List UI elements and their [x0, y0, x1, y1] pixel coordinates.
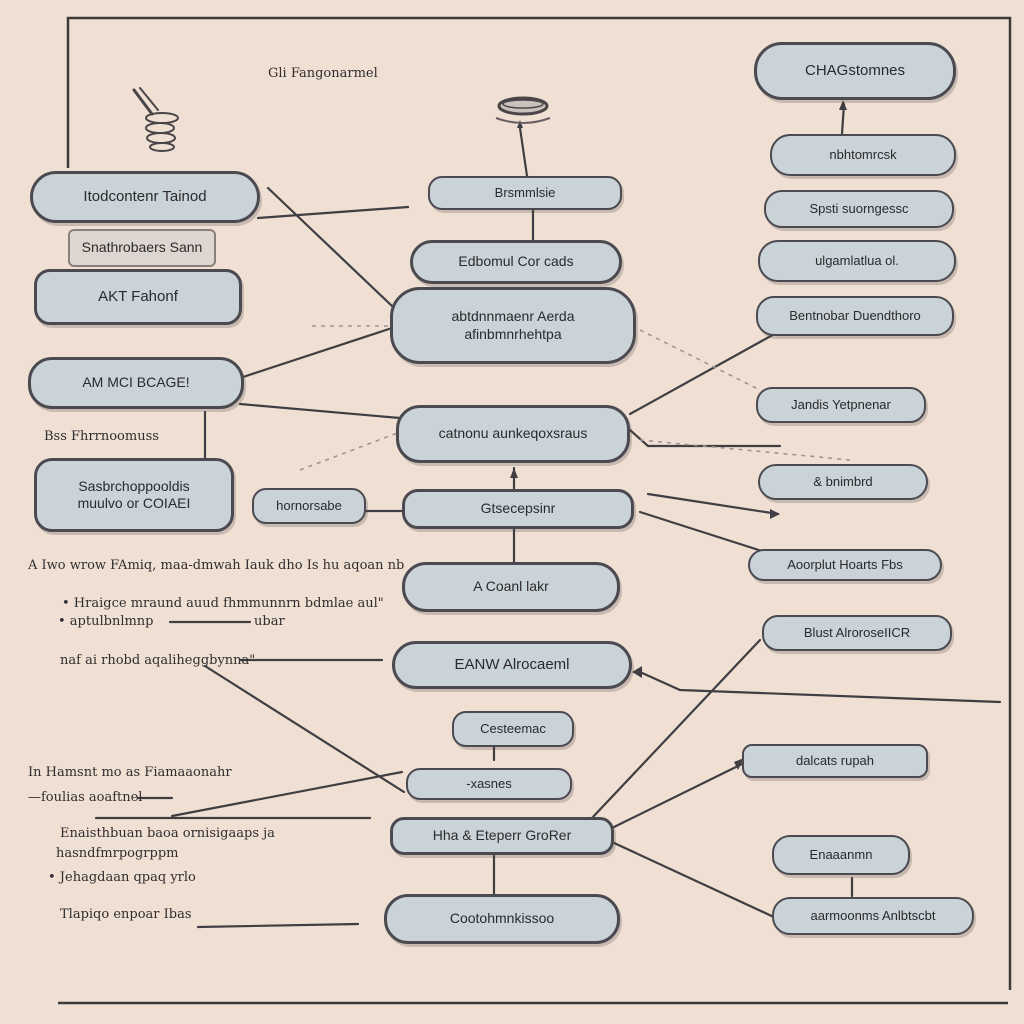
connector [170, 770, 404, 818]
node-center-9[interactable]: -xasnes [406, 768, 572, 800]
node-right-5[interactable]: Jandis Yetpnenar [756, 387, 926, 423]
node-center-11[interactable]: Cootohmnkissoo [384, 894, 620, 944]
arrowhead [510, 468, 518, 478]
node-right-10[interactable]: Enaaanmn [772, 835, 910, 875]
note-line: naf ai rhobd aqaliheggbynna" [60, 653, 256, 668]
node-right-11[interactable]: aarmoonms Anlbtscbt [772, 897, 974, 935]
note-block-4: Tlapiqo enpoar Ibas [60, 907, 192, 922]
connector [518, 126, 529, 178]
frame-border [66, 16, 1012, 990]
note-left-para: A Iwo wrow FAmiq, maa-dmwah Iauk dho Is … [28, 558, 405, 573]
note-block-3: • Jehagdaan qpaq yrlo [48, 870, 196, 885]
node-right-7[interactable]: Aoorplut Hoarts Fbs [748, 549, 942, 581]
connector [266, 186, 394, 308]
note-block-2: hasndfmrpogrppm [56, 846, 179, 861]
connector [196, 922, 360, 929]
connector [299, 431, 401, 471]
node-top-right[interactable]: CHAGstomnes [754, 42, 956, 100]
node-right-2[interactable]: Spsti suorngessc [764, 190, 954, 228]
note-left-title: Bss Fhrrnoomuss [44, 429, 159, 444]
node-right-6[interactable]: & bnimbrd [758, 464, 928, 500]
connector [238, 326, 394, 380]
arrowhead [839, 100, 847, 110]
connector [610, 840, 778, 920]
connector [638, 670, 1002, 704]
hand-icon [132, 87, 179, 152]
node-center-4[interactable]: catnonu aunkeqoxsraus [396, 405, 630, 463]
node-left-small[interactable]: hornorsabe [252, 488, 366, 524]
node-top-left[interactable]: Itodcontenr Tainod [30, 171, 260, 223]
node-center-8[interactable]: Cesteemac [452, 711, 574, 747]
node-right-8[interactable]: Blust AlroroseIICR [762, 615, 952, 651]
arrowhead [517, 120, 523, 128]
note-lower-1: In Hamsnt mo as Fiamaaonahr [28, 765, 232, 780]
disc-icon [495, 96, 551, 124]
node-center-6[interactable]: A Coanl lakr [402, 562, 620, 612]
node-center-7[interactable]: EANW Alrocaeml [392, 641, 632, 689]
connector [256, 205, 410, 220]
node-center-2[interactable]: Edbomul Cor cads [410, 240, 622, 284]
note-lower-2: —foulias aoaftnel [28, 790, 143, 805]
note-bullet-1: • Hraigce mraund auud fhmmunnrn bdmlae a… [62, 596, 384, 611]
node-right-4[interactable]: Bentnobar Duendthoro [756, 296, 954, 336]
note-bullet-2-tail: ubar [254, 614, 285, 629]
node-center-10[interactable]: Hha & Eteperr GroRer [390, 817, 614, 855]
connector [628, 330, 780, 416]
connector [238, 402, 402, 420]
node-right-9[interactable]: dalcats rupah [742, 744, 928, 778]
node-center-5[interactable]: Gtsecepsinr [402, 489, 634, 529]
node-left-4[interactable]: Sasbrchoppooldis muulvo or COIAEI [34, 458, 234, 532]
node-right-1[interactable]: nbhtomrcsk [770, 134, 956, 176]
connector [590, 638, 762, 820]
node-left-2[interactable]: AKT Fahonf [34, 269, 242, 325]
header-text: Gli Fangonarmel [268, 66, 378, 81]
note-bullet-2: • aptulbnlmnp [58, 614, 154, 629]
arrowhead [770, 509, 780, 519]
node-right-3[interactable]: ulgamlatlua ol. [758, 240, 956, 282]
connector [639, 439, 851, 461]
node-left-flat[interactable]: Snathrobaers Sann [68, 229, 216, 267]
connector [639, 329, 761, 391]
connector [610, 762, 744, 830]
node-center-3[interactable]: abtdnnmaenr Aerda afinbmnrhehtpa [390, 287, 636, 364]
arrowhead [632, 666, 642, 678]
connector [646, 492, 780, 516]
connector [628, 428, 782, 448]
note-block-1: Enaisthbuan baoa ornisigaaps ja [60, 826, 275, 841]
node-center-1[interactable]: Brsmmlsie [428, 176, 622, 210]
node-left-3[interactable]: AM MCI BCAGE! [28, 357, 244, 409]
arrowhead [734, 758, 744, 770]
connector [203, 664, 406, 794]
